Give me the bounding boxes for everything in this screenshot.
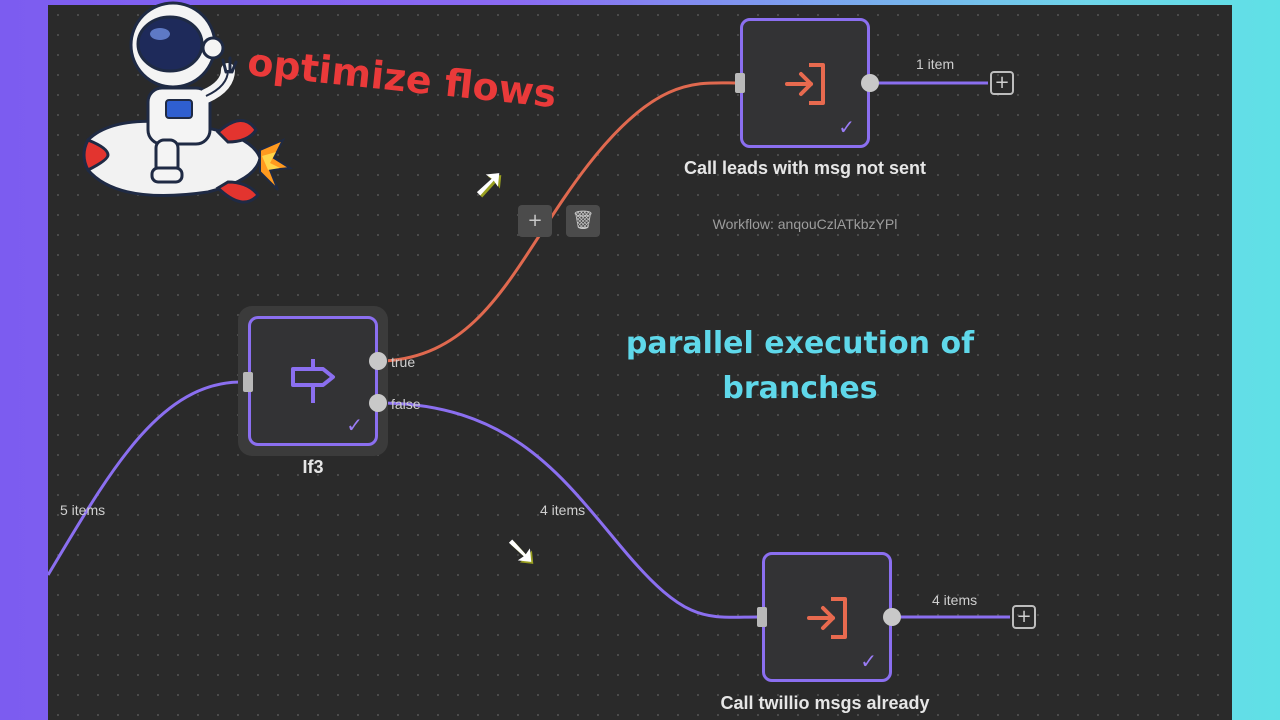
- if-node-title: If3: [302, 457, 324, 477]
- call-leads-input-port[interactable]: [735, 73, 745, 93]
- trash-icon: 🗑: [571, 210, 595, 231]
- if-node[interactable]: ✓: [248, 316, 378, 446]
- edge-true-branch: [383, 81, 739, 363]
- parallel-execution-caption: parallel execution of branches: [625, 326, 975, 406]
- success-check-icon: ✓: [860, 649, 877, 673]
- workflow-canvas[interactable]: + 🗑 ✓ true false If3 ✓ 1 item + Call lea…: [48, 5, 1232, 720]
- success-check-icon: ✓: [838, 115, 855, 139]
- call-leads-node[interactable]: ✓: [740, 18, 870, 148]
- call-twilio-output-count: 4 items: [932, 592, 978, 608]
- false-branch-items-count: 4 items: [540, 502, 586, 518]
- edge-false-branch: [383, 401, 759, 619]
- edge-incoming: [48, 380, 241, 576]
- call-twilio-input-port[interactable]: [757, 607, 767, 627]
- call-twilio-add-node-button[interactable]: +: [1012, 605, 1036, 629]
- sign-in-icon: [807, 597, 847, 639]
- edge-add-node-button[interactable]: +: [518, 205, 552, 237]
- call-leads-output-count: 1 item: [916, 56, 955, 72]
- astronaut-rocket-illustration: [82, 1, 294, 204]
- if-false-output-port[interactable]: [369, 394, 387, 412]
- incoming-items-count: 5 items: [60, 502, 106, 518]
- call-leads-add-node-button[interactable]: +: [990, 71, 1014, 95]
- sign-in-icon: [785, 63, 825, 105]
- call-twilio-node[interactable]: ✓: [762, 552, 892, 682]
- arrow-down-right-icon: ➘: [504, 528, 538, 574]
- call-leads-title: Call leads with msg not sent: [683, 158, 927, 178]
- if-true-output-port[interactable]: [369, 352, 387, 370]
- if-true-label: true: [391, 354, 416, 370]
- if-false-label: false: [391, 396, 421, 412]
- connection-lines: [48, 81, 1010, 619]
- signpost-icon: [291, 359, 335, 403]
- call-leads-output-port[interactable]: [861, 74, 879, 92]
- edge-delete-button[interactable]: 🗑: [566, 205, 600, 237]
- arrow-up-right-icon: ➚: [472, 160, 506, 206]
- call-twilio-output-port[interactable]: [883, 608, 901, 626]
- if-input-port[interactable]: [243, 372, 253, 392]
- call-leads-subtitle: Workflow: anqouCzlATkbzYPl: [712, 216, 898, 232]
- call-twilio-title: Call twillio msgs already: [720, 693, 930, 713]
- success-check-icon: ✓: [346, 413, 363, 437]
